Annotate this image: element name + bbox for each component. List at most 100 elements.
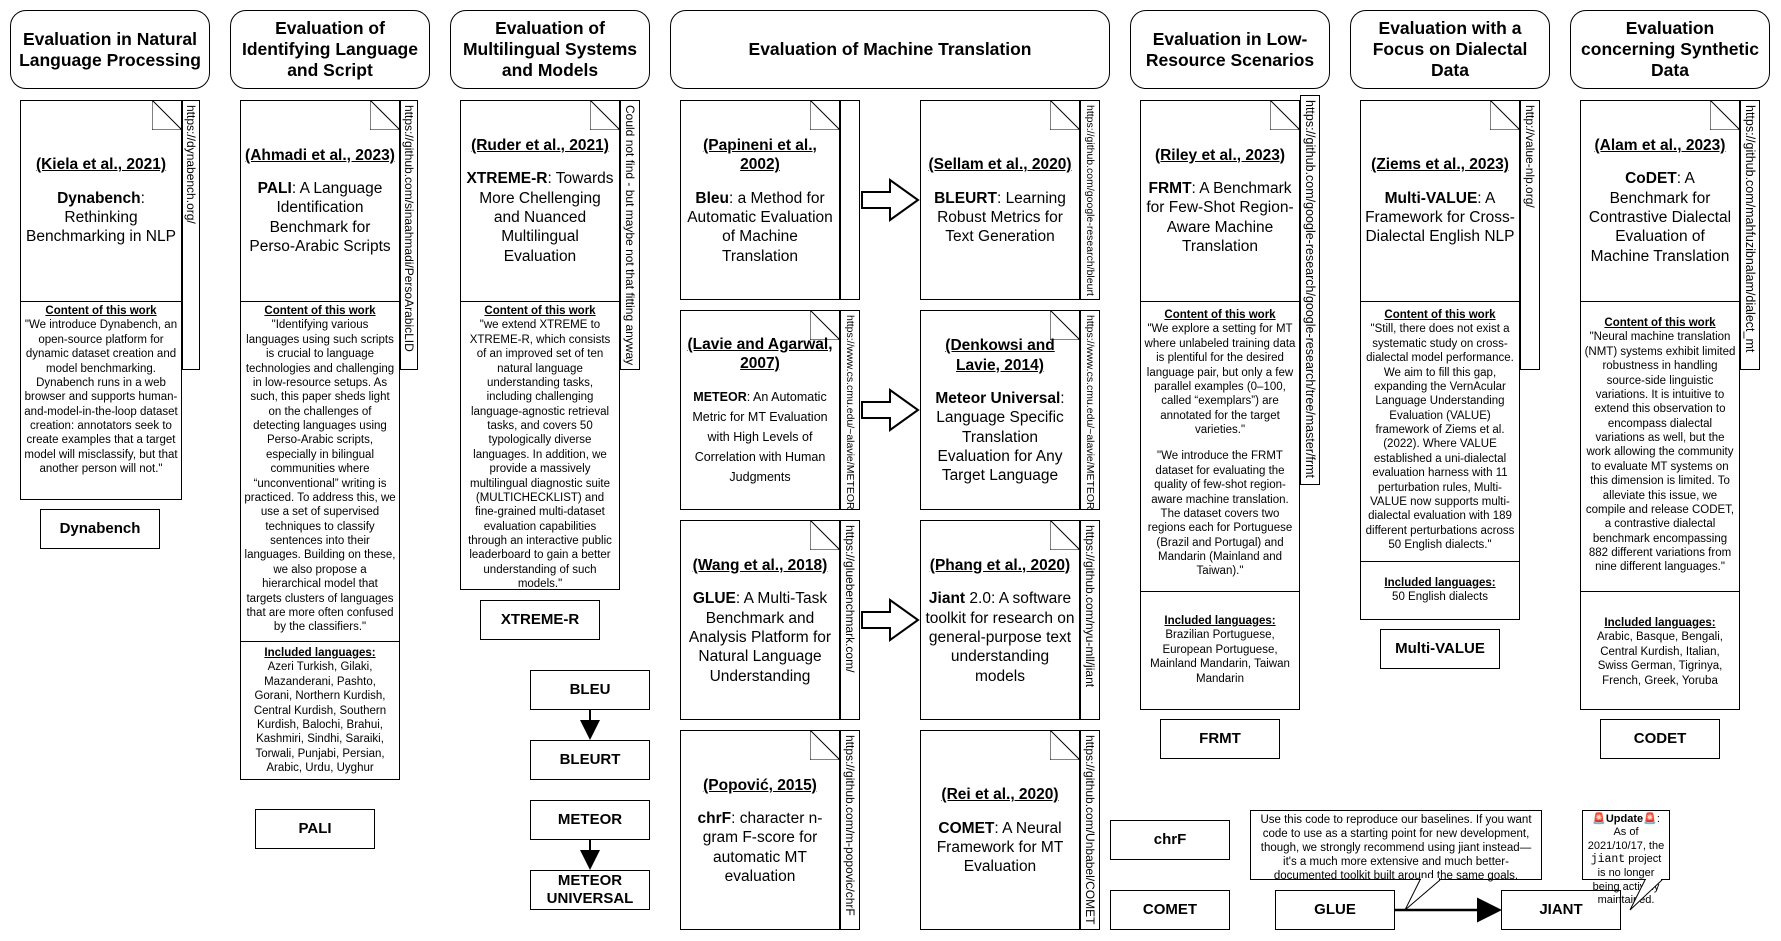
header-multi-text: Evaluation of Multilingual Systems and M… — [462, 18, 638, 80]
bleu-desc: : a Method for Automatic Evaluation of M… — [687, 189, 833, 265]
dynabench-url-tab[interactable]: https://dynabench.org/ — [182, 100, 200, 370]
glue-to-jiant-big-arrow — [861, 598, 920, 642]
dynabench-box-label: Dynabench — [59, 520, 141, 537]
chrf-desc: : character n-gram F-score for automatic… — [702, 809, 823, 886]
header-mt: Evaluation of Machine Translation — [670, 10, 1110, 89]
glue-note-tail — [1404, 879, 1441, 911]
codet-url-tab[interactable]: https://github.com/mahfuzibnalam/dialect… — [1740, 100, 1760, 370]
bleu-name: Bleu — [695, 189, 729, 207]
meteor-name: METEOR — [693, 390, 747, 405]
frmt-citation[interactable]: (Riley et al., 2023) — [1154, 146, 1286, 164]
dynabench-content: Content of this work "We introduce Dynab… — [21, 301, 181, 499]
meteor-to-meteoru-big-arrow — [861, 388, 920, 432]
page-fold-icon — [1050, 311, 1079, 340]
languages-label: Included languages: — [1604, 617, 1716, 629]
chrf-name: chrF — [697, 809, 732, 827]
header-mt-text: Evaluation of Machine Translation — [748, 39, 1032, 59]
glue-url-tab[interactable]: https://gluebenchmark.com/ — [840, 520, 860, 720]
jiant-desc: 2.0: A software toolkit for research on … — [925, 590, 1075, 685]
frmt-content: Content of this work "We explore a setti… — [1141, 301, 1299, 591]
codet-content-text: "Neural machine translation (NMT) system… — [1584, 331, 1736, 574]
glue-desc: : A Multi-Task Benchmark and Analysis Pl… — [688, 590, 832, 685]
glue-card: (Wang et al., 2018) GLUE: A Multi-Task B… — [680, 520, 840, 720]
bleurt-box-label: BLEURT — [559, 751, 621, 768]
bleu-box: BLEU — [530, 670, 650, 710]
header-lowres: Evaluation in Low-Resource Scenarios — [1130, 10, 1330, 89]
header-lowres-text: Evaluation in Low-Resource Scenarios — [1145, 28, 1315, 70]
bleurt-url-tab[interactable]: https://github.com/google-research/bleur… — [1080, 100, 1100, 300]
dynabench-desc: : Rethinking Benchmarking in NLP — [26, 189, 176, 246]
meteoru-citation[interactable]: (Denkowsi and Lavie, 2014) — [945, 337, 1055, 374]
dynabench-citation[interactable]: (Kiela et al., 2021) — [35, 156, 167, 174]
content-label: Content of this work — [264, 305, 376, 317]
meteoru-url-tab[interactable]: https://www.cs.cmu.edu/~alavie/METEOR/ — [1080, 310, 1100, 510]
jiant-note-code: jiant — [1590, 853, 1626, 867]
multivalue-url-tab[interactable]: http://value-nlp.org/ — [1520, 100, 1540, 370]
codet-citation[interactable]: (Alam et al., 2023) — [1594, 136, 1726, 154]
jiant-card: (Phang et al., 2020) Jiant 2.0: A softwa… — [920, 520, 1080, 720]
pali-content-text: "Identifying various languages using suc… — [244, 319, 396, 634]
jiant-citation[interactable]: (Phang et al., 2020) — [929, 556, 1071, 574]
meteor-universal-box-label: METEOR UNIVERSAL — [546, 872, 634, 907]
header-synth-text: Evaluation concerning Synthetic Data — [1581, 18, 1759, 80]
frmt-url-tab[interactable]: https://github.com/google-research/googl… — [1300, 95, 1320, 485]
meteor-desc: : An Automatic Metric for MT Evaluation … — [692, 390, 828, 485]
jiant-box-label: JIANT — [1539, 901, 1583, 918]
meteoru-card: (Denkowsi and Lavie, 2014) Meteor Univer… — [920, 310, 1080, 510]
comet-name: COMET — [938, 819, 995, 837]
pali-card: (Ahmadi et al., 2023) PALI: A Language I… — [240, 100, 400, 780]
chrf-box: chrF — [1110, 820, 1230, 860]
pali-box: PALI — [255, 809, 375, 849]
bleu-to-bleurt-big-arrow — [861, 178, 920, 222]
meteor-url-tab[interactable]: https://www.cs.cmu.edu/~alavie/METEOR/ — [840, 310, 860, 510]
multivalue-citation[interactable]: (Ziems et al., 2023) — [1371, 156, 1509, 174]
comet-url-tab[interactable]: https://github.com/Unbabel/COMET — [1080, 730, 1100, 930]
bleurt-name: BLEURT — [934, 189, 997, 207]
frmt-content-text-2: "We introduce the FRMT dataset for evalu… — [1147, 450, 1293, 578]
frmt-languages: Included languages: Brazilian Portuguese… — [1141, 591, 1299, 709]
languages-label: Included languages: — [1384, 577, 1496, 589]
bleu-citation[interactable]: (Papineni et al., 2002) — [703, 136, 817, 174]
content-label: Content of this work — [45, 305, 157, 317]
pali-url-tab[interactable]: https://github.com/sinaahmadi/PersoArabi… — [400, 100, 418, 370]
page-fold-icon — [810, 101, 839, 130]
page-fold-icon — [1050, 101, 1079, 130]
frmt-card: (Riley et al., 2023) FRMT: A Benchmark f… — [1140, 100, 1300, 710]
frmt-name: FRMT — [1148, 179, 1192, 197]
codet-card: (Alam et al., 2023) CoDET: A Benchmark f… — [1580, 100, 1740, 710]
pali-languages-text: Azeri Turkish, Gilaki, Mazanderani, Pash… — [253, 661, 387, 774]
comet-citation[interactable]: (Rei et al., 2020) — [941, 786, 1059, 804]
page-fold-icon — [1270, 101, 1299, 130]
jiant-url-tab[interactable]: https://github.com/nyu-mll/jiant — [1080, 520, 1100, 720]
glue-citation[interactable]: (Wang et al., 2018) — [692, 556, 828, 574]
chrf-citation[interactable]: (Popović, 2015) — [703, 776, 817, 794]
pali-desc: : A Language Identification Benchmark fo… — [249, 179, 391, 256]
xtreme-box-label: XTREME-R — [500, 611, 580, 628]
chrf-url-tab[interactable]: https://github.com/m-popovic/chrF — [840, 730, 860, 930]
frmt-content-text-1: "We explore a setting for MT where unlab… — [1144, 323, 1296, 436]
multivalue-box-label: Multi-VALUE — [1395, 640, 1485, 657]
meteor-box-label: METEOR — [557, 811, 623, 828]
jiant-note-mid: : As of 2021/10/17, the — [1587, 813, 1665, 852]
frmt-box: FRMT — [1160, 719, 1280, 759]
header-dialect-text: Evaluation with a Focus on Dialectal Dat… — [1372, 18, 1528, 80]
comet-desc: : A Neural Framework for MT Evaluation — [936, 819, 1064, 876]
meteoru-name: Meteor Universal — [935, 389, 1061, 407]
header-nlp-text: Evaluation in Natural Language Processin… — [19, 28, 201, 70]
meteor-citation[interactable]: (Lavie and Agarwal, 2007) — [687, 335, 833, 372]
frmt-desc: : A Benchmark for Few-Shot Region-Aware … — [1146, 179, 1294, 256]
jiant-note-update: 🚨Update🚨 — [1592, 813, 1657, 825]
jiant-note: 🚨Update🚨: As of 2021/10/17, the jiant pr… — [1582, 810, 1670, 906]
bleurt-card: (Sellam et al., 2020) BLEURT: Learning R… — [920, 100, 1080, 300]
page-fold-icon — [590, 101, 619, 130]
jiant-box: JIANT — [1501, 890, 1621, 930]
glue-box-label: GLUE — [1314, 901, 1356, 918]
xtreme-citation[interactable]: (Ruder et al., 2021) — [471, 136, 609, 154]
codet-languages-text: Arabic, Basque, Bengali, Central Kurdish… — [1597, 631, 1723, 687]
bleurt-citation[interactable]: (Sellam et al., 2020) — [928, 156, 1072, 174]
content-label: Content of this work — [1604, 317, 1716, 329]
pali-citation[interactable]: (Ahmadi et al., 2023) — [245, 146, 395, 164]
glue-box: GLUE — [1275, 890, 1395, 930]
multivalue-languages: Included languages: 50 English dialects — [1361, 561, 1519, 619]
